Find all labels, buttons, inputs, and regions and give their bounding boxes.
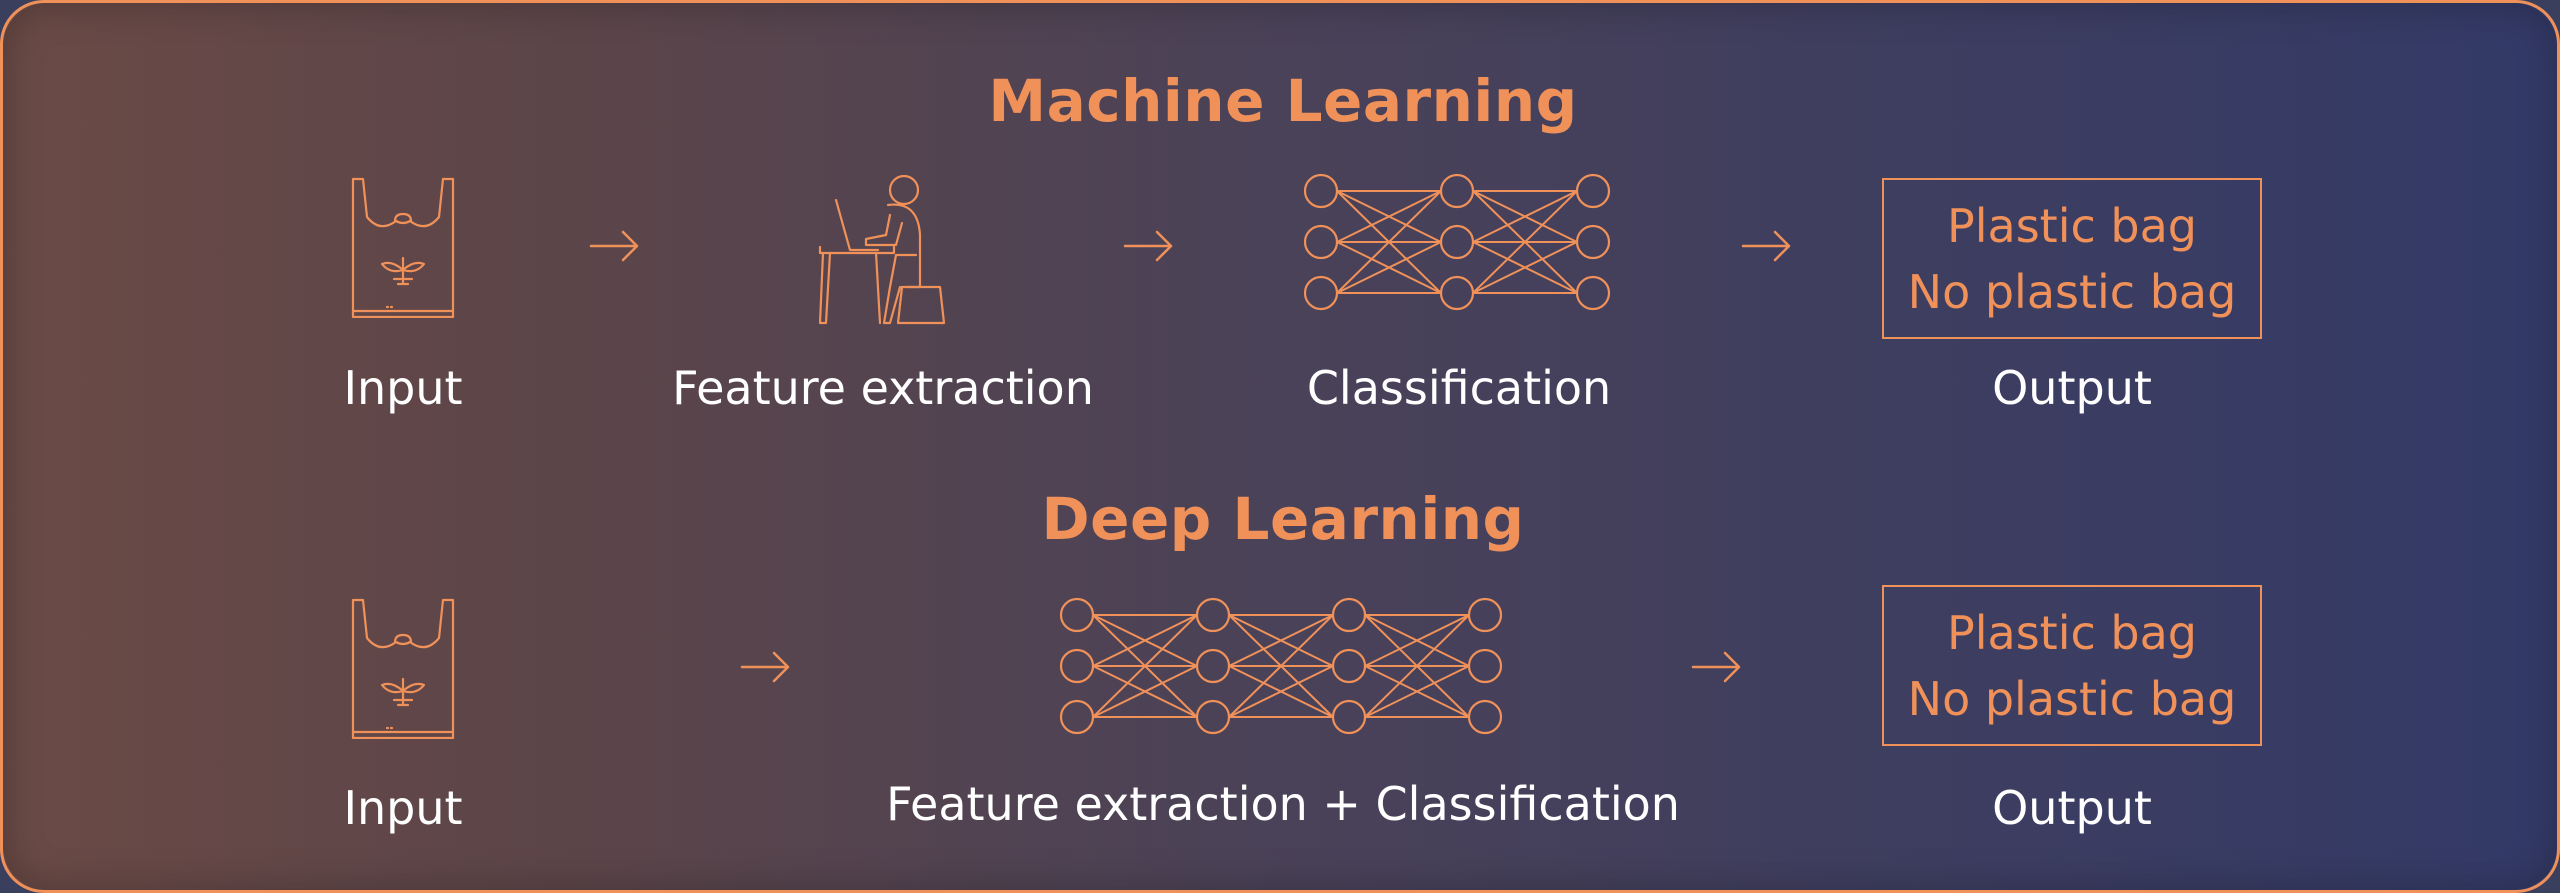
network-node: [1195, 648, 1231, 684]
dl-output-label: Output: [1992, 781, 2152, 835]
network-connection: [1336, 241, 1442, 294]
network-connection: [1092, 665, 1198, 718]
neural-network-icon: [1059, 597, 1503, 735]
network-node: [1303, 275, 1339, 311]
network-node: [1331, 699, 1367, 735]
arrow-right-icon: [740, 651, 790, 683]
dl-output-box: Plastic bag No plastic bag: [1882, 585, 2262, 746]
network-connection: [1092, 614, 1198, 667]
network-connection: [1364, 614, 1470, 667]
arrow-right-icon: [1123, 230, 1173, 262]
plastic-bag-icon: [350, 597, 456, 739]
network-connection: [1336, 190, 1442, 243]
network-node: [1059, 699, 1095, 735]
network-node: [1575, 275, 1611, 311]
plastic-bag-icon: [350, 176, 456, 318]
network-connection: [1364, 665, 1470, 718]
network-connection: [1364, 614, 1470, 718]
ml-output-label: Output: [1992, 361, 2152, 415]
network-node: [1439, 173, 1475, 209]
machine-learning-title: Machine Learning: [988, 67, 1578, 135]
network-node: [1059, 648, 1095, 684]
network-connection: [1228, 614, 1334, 667]
dl-feature-extraction-classification-label: Feature extraction + Classification: [886, 777, 1680, 831]
network-node: [1303, 224, 1339, 260]
network-node: [1303, 173, 1339, 209]
network-connection: [1336, 190, 1442, 294]
network-node: [1467, 597, 1503, 633]
output-option-plastic-bag: Plastic bag: [1947, 198, 2197, 253]
arrow-right-icon: [1691, 651, 1741, 683]
person-at-laptop-icon: [818, 175, 948, 325]
ml-output-box: Plastic bag No plastic bag: [1882, 178, 2262, 339]
neural-network-icon: [1303, 173, 1611, 311]
network-node: [1331, 648, 1367, 684]
output-option-no-plastic-bag: No plastic bag: [1907, 264, 2237, 319]
network-node: [1195, 597, 1231, 633]
arrow-right-icon: [1741, 230, 1791, 262]
network-node: [1467, 648, 1503, 684]
arrow-right-icon: [589, 230, 639, 262]
network-node: [1439, 275, 1475, 311]
deep-learning-title: Deep Learning: [1041, 485, 1525, 553]
network-connection: [1228, 665, 1334, 718]
network-node: [1439, 224, 1475, 260]
network-node: [1331, 597, 1367, 633]
network-node: [1575, 224, 1611, 260]
ml-classification-label: Classification: [1306, 361, 1612, 415]
network-connection: [1472, 190, 1578, 294]
network-connection: [1472, 190, 1578, 243]
network-node: [1195, 699, 1231, 735]
ml-feature-extraction-label: Feature extraction: [672, 361, 1094, 415]
network-node: [1467, 699, 1503, 735]
output-option-no-plastic-bag: No plastic bag: [1907, 671, 2237, 726]
network-node: [1059, 597, 1095, 633]
dl-input-label: Input: [343, 781, 463, 835]
network-connection: [1092, 614, 1198, 718]
network-connection: [1228, 614, 1334, 718]
network-node: [1575, 173, 1611, 209]
network-connection: [1472, 241, 1578, 294]
output-option-plastic-bag: Plastic bag: [1947, 605, 2197, 660]
ml-input-label: Input: [343, 361, 463, 415]
